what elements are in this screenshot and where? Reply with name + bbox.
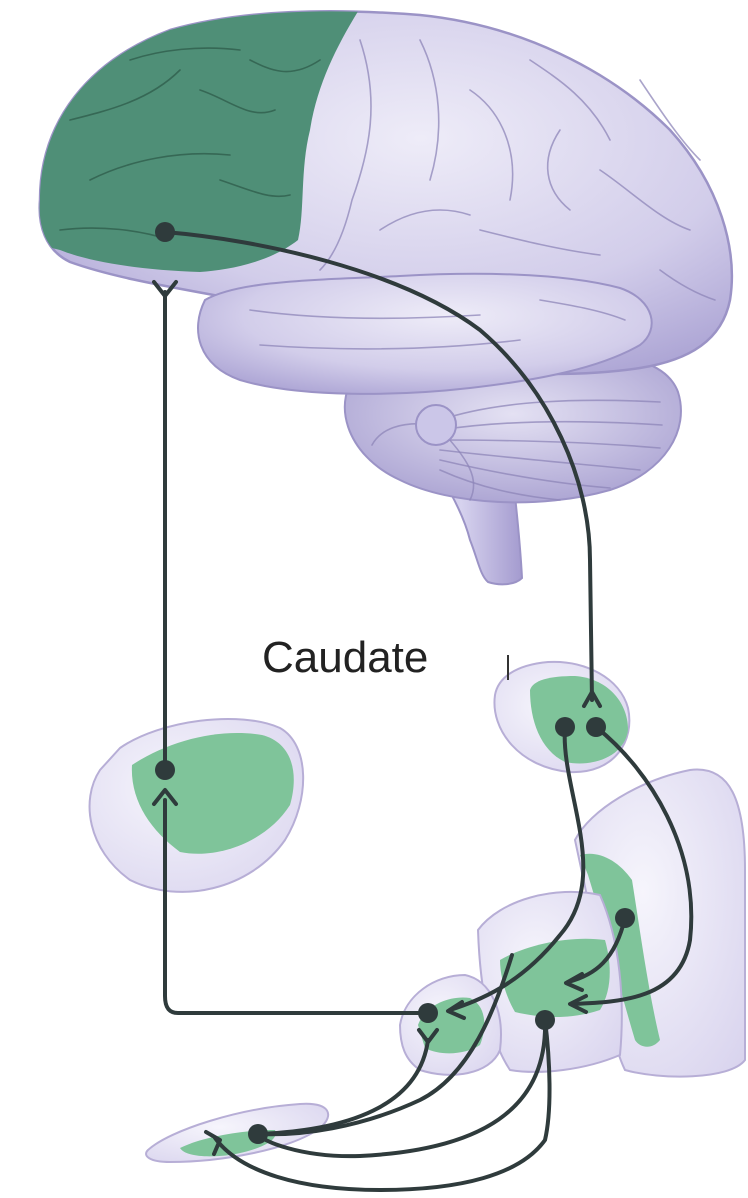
thalamus-neuron [155, 760, 175, 780]
cortex-neuron [155, 222, 175, 242]
subcortical-nuclei [90, 662, 745, 1162]
caudate-neuron-1 [555, 717, 575, 737]
stn-neuron [615, 908, 635, 928]
caudate-nucleus [494, 662, 629, 772]
caudate-neuron-2 [586, 717, 606, 737]
caudate-label-group: Caudate [262, 633, 508, 682]
brain [20, 0, 732, 584]
gpi-neuron [418, 1003, 438, 1023]
sn-neuron [248, 1124, 268, 1144]
caudate-label: Caudate [262, 633, 428, 682]
thalamus [90, 719, 304, 892]
gpe-neuron [535, 1010, 555, 1030]
pons [416, 405, 456, 445]
